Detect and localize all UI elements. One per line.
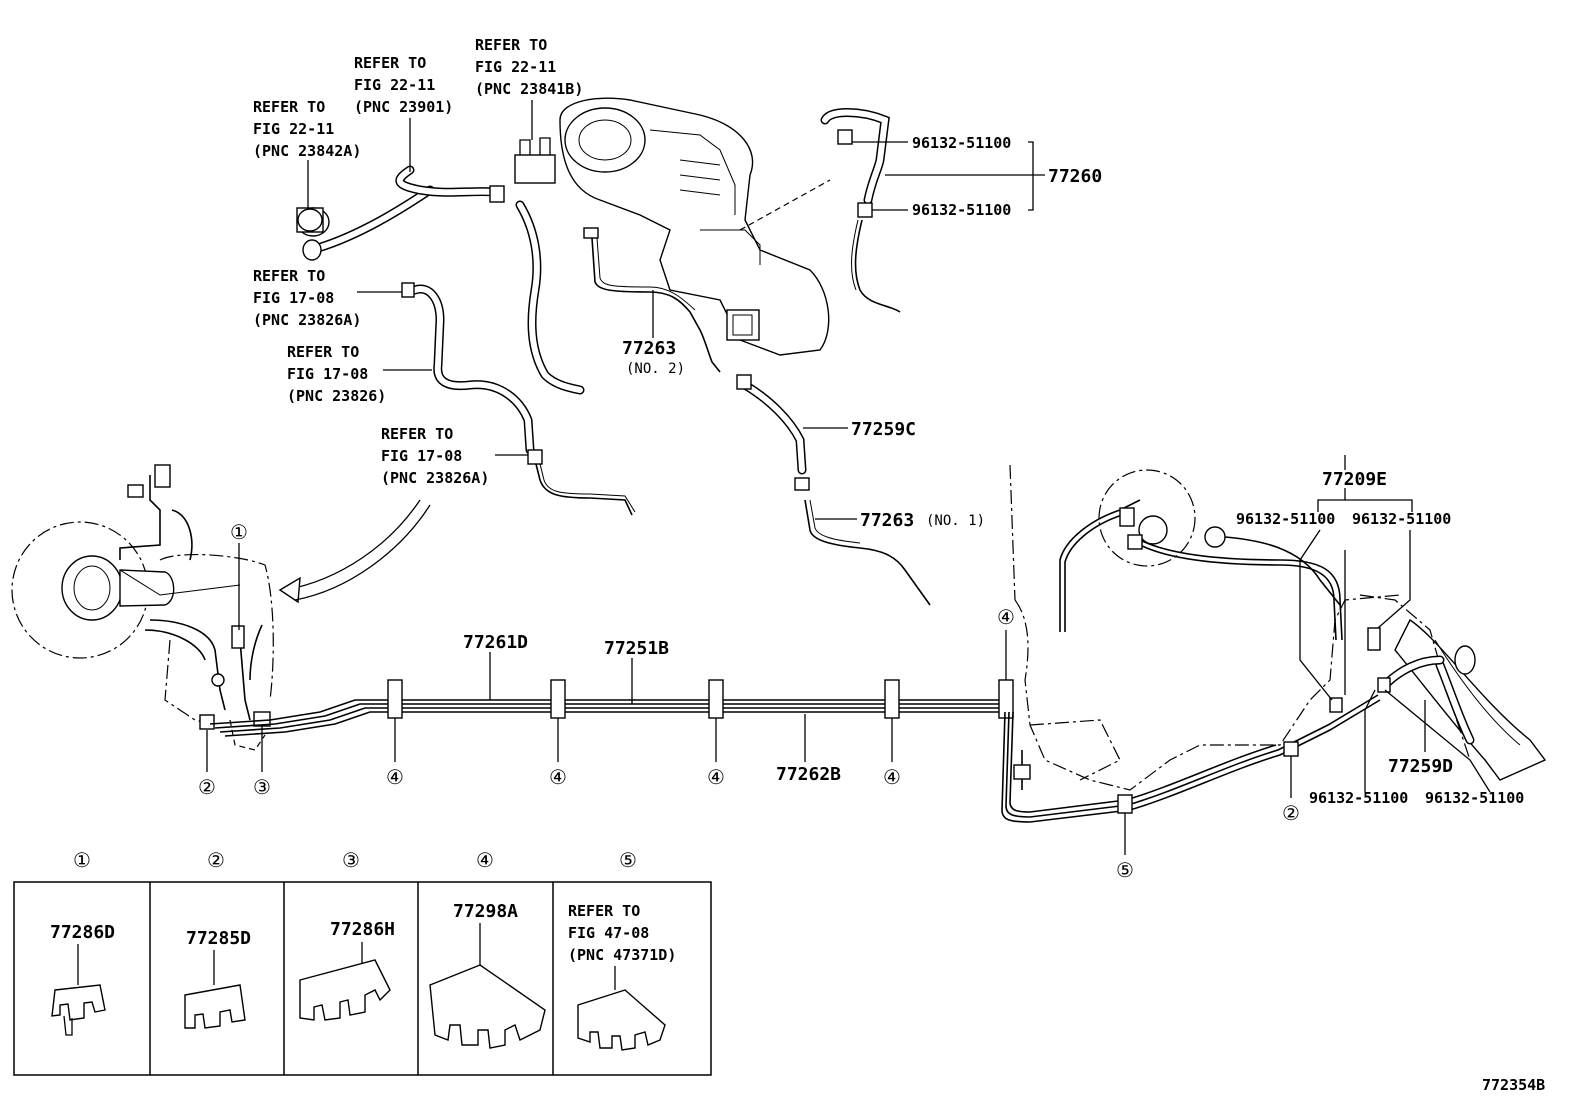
svg-text:REFER TO: REFER TO (287, 343, 359, 361)
part-77263-no1: 77263 (860, 510, 914, 531)
part-96132-51100-upper: 96132-51100 (912, 134, 1011, 152)
svg-text:REFER TO: REFER TO (381, 425, 453, 443)
part-77251b: 77251B (604, 638, 669, 659)
fuel-pipe-bundle (206, 543, 1381, 855)
marker-1: ① (230, 520, 248, 544)
svg-text:(PNC 23826A): (PNC 23826A) (381, 469, 489, 487)
refer-callout-b: REFER TO FIG 22-11 (PNC 23901) (354, 54, 453, 116)
clamp-77286h-part (299, 942, 391, 1021)
evap-hose-group (278, 100, 636, 604)
legend-refer-line-1: REFER TO (568, 902, 640, 920)
clamp-77298a-part (429, 923, 546, 1049)
marker-4-c: ④ (707, 765, 725, 789)
marker-2-left: ② (198, 775, 216, 799)
svg-text:(PNC 23841B): (PNC 23841B) (475, 80, 583, 98)
connector-part (514, 100, 556, 184)
svg-text:REFER TO: REFER TO (475, 36, 547, 54)
legend-header-4: ④ (476, 848, 494, 872)
part-77261d: 77261D (463, 632, 528, 653)
legend-refer-line-3: (PNC 47371D) (568, 946, 676, 964)
clamp-47371d-part (577, 966, 666, 1051)
legend-part-77298a: 77298A (453, 901, 518, 922)
part-77259c: 77259C (851, 419, 916, 440)
marker-4-d: ④ (883, 765, 901, 789)
svg-text:FIG 17-08: FIG 17-08 (253, 289, 334, 307)
fuel-filler-assembly (11, 464, 274, 751)
svg-text:(PNC 23826A): (PNC 23826A) (253, 311, 361, 329)
vsv-valve-part (296, 160, 330, 237)
legend-part-77285d: 77285D (186, 928, 251, 949)
part-77263-no2-note: (NO. 2) (626, 361, 685, 377)
marker-2-right: ② (1282, 801, 1300, 825)
marker-4-b: ④ (549, 765, 567, 789)
svg-text:REFER TO: REFER TO (253, 267, 325, 285)
svg-text:(PNC 23842A): (PNC 23842A) (253, 142, 361, 160)
legend-header-3: ③ (342, 848, 360, 872)
svg-text:FIG 17-08: FIG 17-08 (381, 447, 462, 465)
legend-refer-line-2: FIG 47-08 (568, 924, 649, 942)
part-77259d: 77259D (1388, 756, 1453, 777)
marker-4-a: ④ (386, 765, 404, 789)
part-77262b: 77262B (776, 764, 841, 785)
svg-text:(PNC 23901): (PNC 23901) (354, 98, 453, 116)
refer-callout-d: REFER TO FIG 17-08 (PNC 23826A) (253, 267, 361, 329)
marker-4-e: ④ (997, 605, 1015, 629)
refer-callout-c: REFER TO FIG 22-11 (PNC 23841B) (475, 36, 583, 98)
hose-77260-group (820, 108, 1045, 313)
svg-text:FIG 22-11: FIG 22-11 (475, 58, 556, 76)
svg-text:FIG 22-11: FIG 22-11 (253, 120, 334, 138)
marker-3: ③ (253, 775, 271, 799)
svg-text:FIG 17-08: FIG 17-08 (287, 365, 368, 383)
part-96132-51100-bottom-right: 96132-51100 (1425, 789, 1524, 807)
svg-text:FIG 22-11: FIG 22-11 (354, 76, 435, 94)
part-96132-51100-bottom-left: 96132-51100 (1309, 789, 1408, 807)
svg-text:REFER TO: REFER TO (253, 98, 325, 116)
refer-callout-a: REFER TO FIG 22-11 (PNC 23842A) (253, 98, 361, 160)
legend-header-5: ⑤ (619, 848, 637, 872)
part-77263-no2: 77263 (622, 338, 676, 359)
clamp-77286d-part (51, 944, 106, 1036)
marker-5: ⑤ (1116, 858, 1134, 882)
fuel-tank-assembly (1009, 455, 1547, 791)
diagram-id: 772354B (1482, 1076, 1545, 1094)
part-96132-51100-tank-right: 96132-51100 (1352, 510, 1451, 528)
legend-part-77286h: 77286H (330, 919, 395, 940)
svg-text:(PNC 23826): (PNC 23826) (287, 387, 386, 405)
legend-part-77286d: 77286D (50, 922, 115, 943)
part-96132-51100-lower: 96132-51100 (912, 201, 1011, 219)
refer-callout-f: REFER TO FIG 17-08 (PNC 23826A) (381, 425, 489, 487)
charcoal-canister-part (559, 97, 831, 356)
part-77263-no1-note: (NO. 1) (926, 513, 985, 529)
part-96132-51100-tank-left: 96132-51100 (1236, 510, 1335, 528)
svg-text:REFER TO: REFER TO (354, 54, 426, 72)
clamp-legend-table: ① ② ③ ④ ⑤ 77286D 77285D 77286H 77298A RE… (13, 848, 712, 1076)
refer-callout-e: REFER TO FIG 17-08 (PNC 23826) (287, 343, 386, 405)
legend-header-1: ① (73, 848, 91, 872)
legend-header-2: ② (207, 848, 225, 872)
part-77209e: 77209E (1322, 469, 1387, 490)
part-77260: 77260 (1048, 166, 1102, 187)
clamp-77285d-part (184, 950, 246, 1029)
